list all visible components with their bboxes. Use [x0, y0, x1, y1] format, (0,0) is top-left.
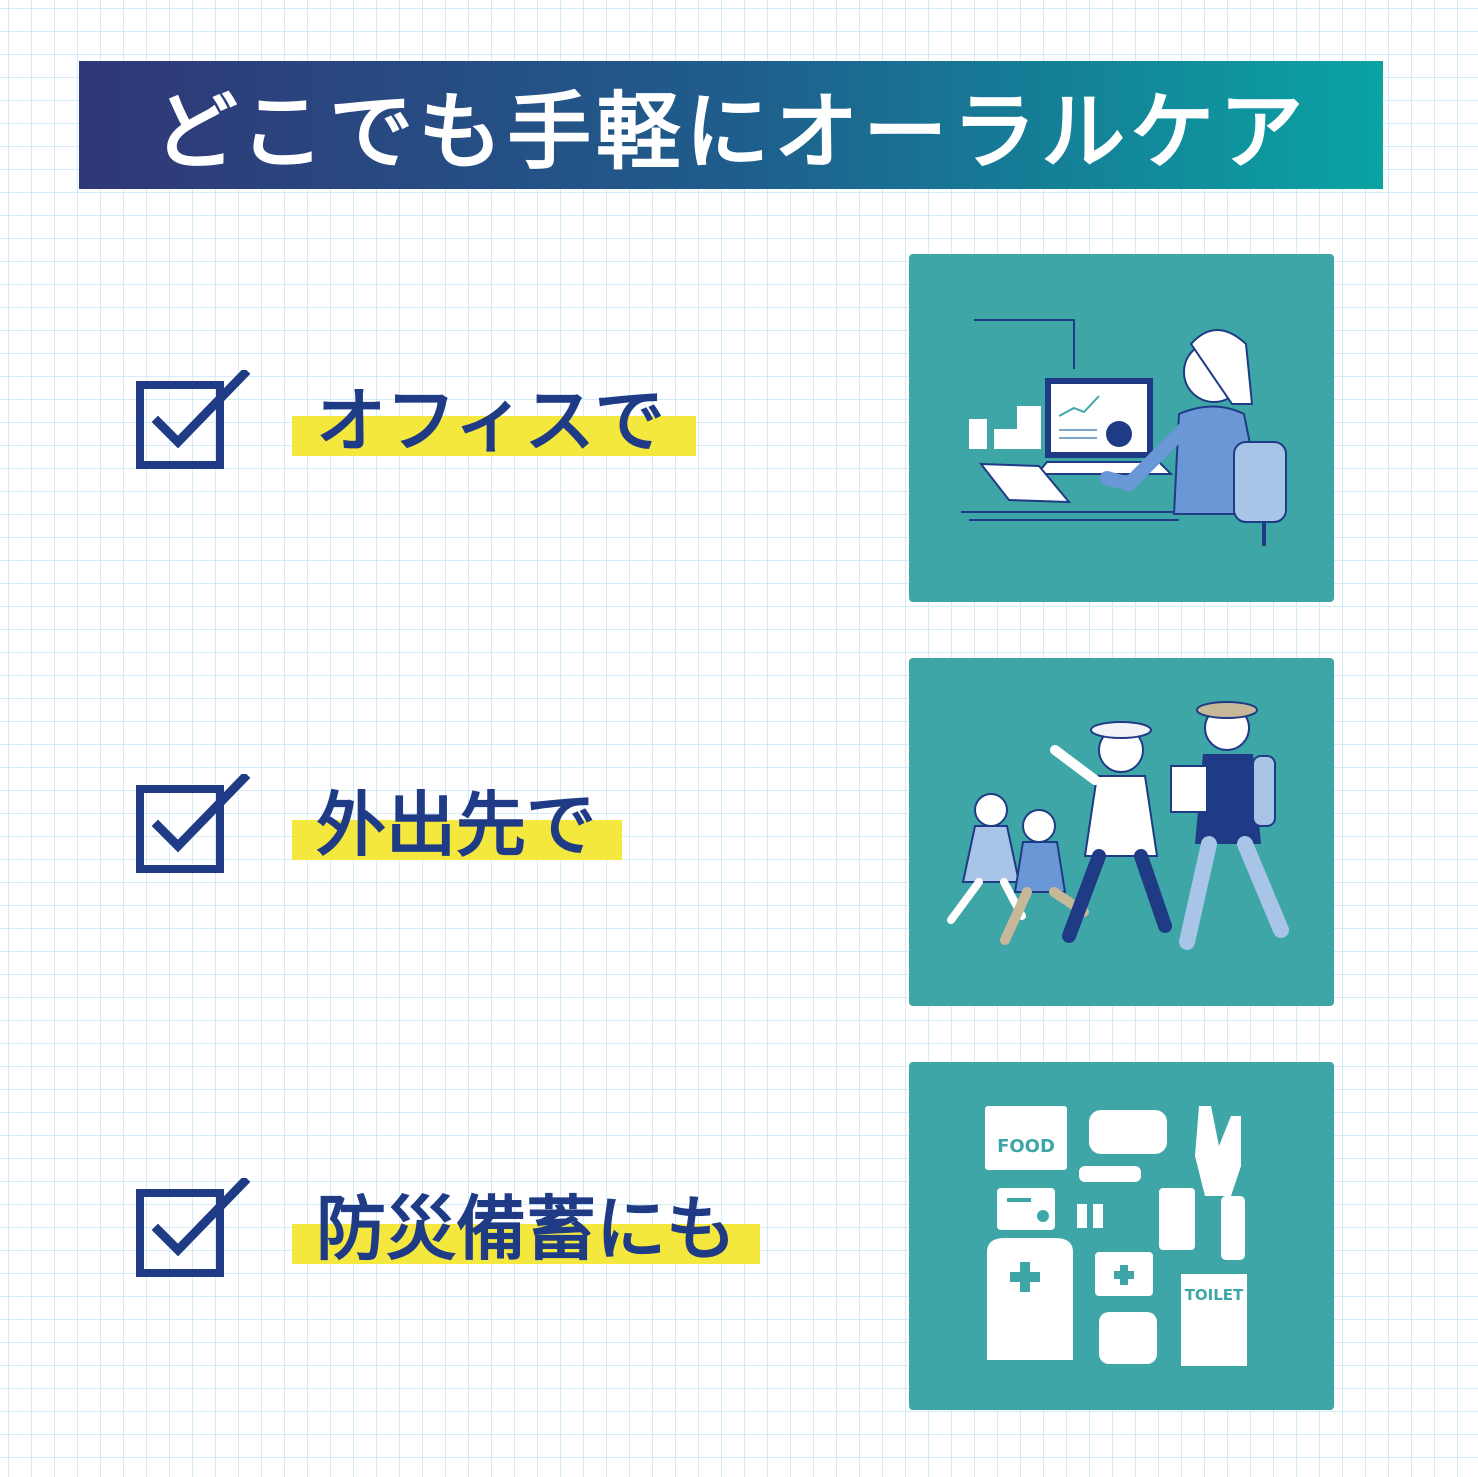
disaster-kit-illustration-card: FOOD — [909, 1062, 1334, 1410]
checkbox-checked-icon — [136, 774, 251, 873]
outing-illustration-card — [909, 658, 1334, 1006]
feature-label-text: 外出先で — [316, 784, 596, 866]
feature-label-office: オフィスで — [292, 380, 696, 462]
emergency-supplies-illustration: FOOD — [985, 1106, 1247, 1366]
label-highlight — [292, 820, 622, 860]
food-box-label: FOOD — [997, 1136, 1055, 1157]
office-worker-illustration — [961, 319, 1287, 546]
feature-label-outing: 外出先で — [292, 784, 622, 866]
checkbox-checked-icon — [136, 1178, 251, 1277]
feature-row-office: オフィスで — [0, 254, 1478, 602]
feature-row-disaster: 防災備蓄にも FOOD — [0, 1062, 1478, 1410]
toilet-box-label: TOILET — [1185, 1286, 1244, 1304]
office-illustration-card — [909, 254, 1334, 602]
checkbox-checked-icon — [136, 370, 251, 469]
label-highlight — [292, 1224, 760, 1264]
feature-row-outing: 外出先で — [0, 658, 1478, 1006]
label-highlight — [292, 416, 696, 456]
feature-label-text: オフィスで — [316, 380, 665, 462]
family-walking-illustration — [947, 701, 1289, 950]
feature-label-disaster: 防災備蓄にも — [292, 1194, 760, 1264]
feature-label-text: 防災備蓄にも — [316, 1188, 736, 1270]
header-banner: どこでも手軽にオーラルケア — [79, 61, 1383, 189]
page-title: どこでも手軽にオーラルケア — [153, 82, 1309, 181]
